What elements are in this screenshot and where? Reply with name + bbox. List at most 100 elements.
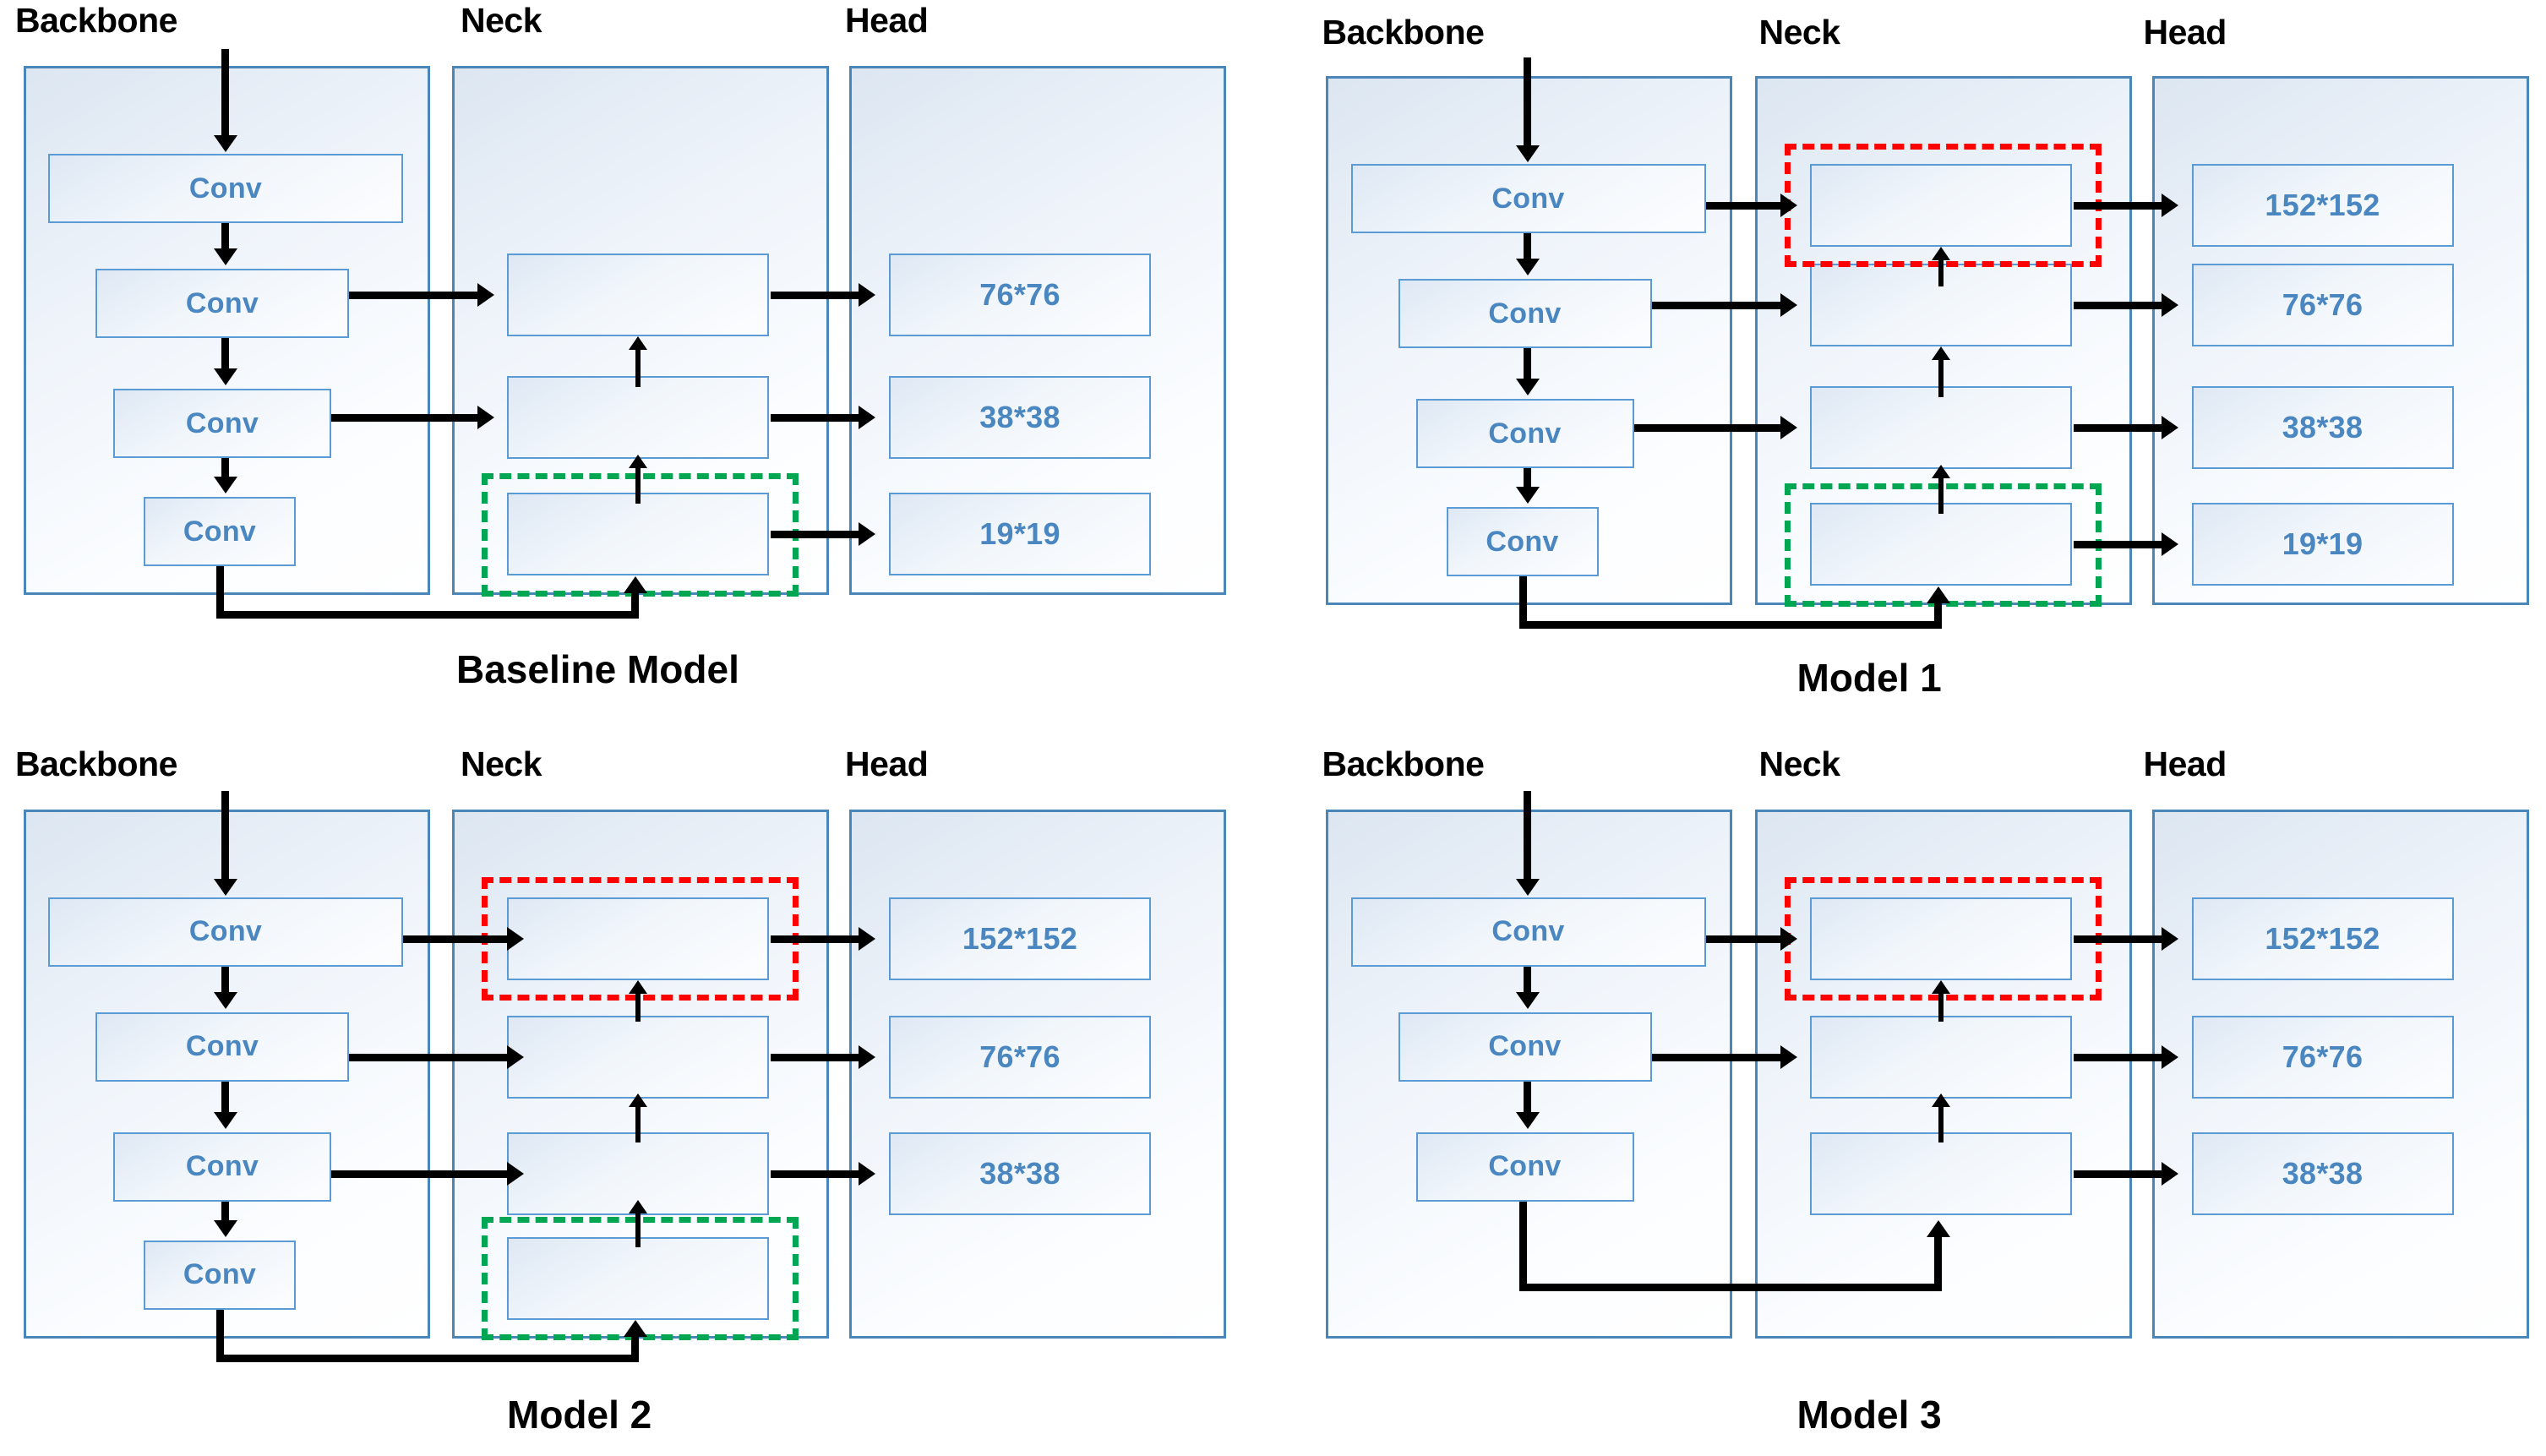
neck-block-4 <box>1809 503 2072 586</box>
conv-to-neck-arrow-1-head <box>1780 926 1797 951</box>
conv-to-neck-arrow-2-shaft <box>349 1053 510 1061</box>
neck-to-head-arrow-3-shaft <box>2073 1170 2165 1178</box>
conv-chain-arrow-2-shaft <box>1523 1081 1531 1117</box>
conv-to-neck-arrow-2-shaft <box>1651 302 1783 309</box>
conv-chain-arrow-1-head <box>1515 259 1540 275</box>
skip-connection-down <box>216 1309 224 1362</box>
panel-model-3: Backbone Neck Head Conv Conv Conv 152*15… <box>1273 728 2546 1456</box>
skip-connection-across <box>216 611 639 619</box>
neck-block-3 <box>1809 386 2072 469</box>
entry-arrow-head <box>214 878 237 896</box>
conv-chain-arrow-2-shaft <box>221 1081 229 1117</box>
conv-to-neck-arrow-2-head <box>1780 293 1797 317</box>
backbone-conv-2: Conv <box>1398 1012 1652 1082</box>
neck-up-arrow-3-shaft <box>635 1211 641 1247</box>
conv-chain-arrow-3-shaft <box>221 458 229 482</box>
neck-up-arrow-1-head <box>1931 247 1950 260</box>
neck-to-head-arrow-3-head <box>859 522 875 546</box>
neck-to-head-arrow-1-shaft <box>2073 202 2165 210</box>
neck-up-arrow-2-head <box>629 1093 647 1107</box>
panel-caption: Model 2 <box>507 1392 652 1437</box>
stage-label-neck: Neck <box>461 1 542 40</box>
conv-chain-arrow-2-head <box>214 1111 237 1129</box>
conv-chain-arrow-3-head <box>214 477 237 494</box>
neck-to-head-arrow-4-head <box>2161 532 2178 556</box>
conv-chain-arrow-2-head <box>214 368 237 385</box>
skip-connection-down <box>1518 1201 1527 1291</box>
neck-to-head-arrow-4-shaft <box>2073 541 2165 548</box>
neck-up-arrow-1-shaft <box>635 990 641 1022</box>
skip-connection-arrow-head <box>1926 586 1950 603</box>
conv-chain-arrow-1-shaft <box>1523 966 1531 997</box>
head-block-1: 76*76 <box>889 254 1151 336</box>
neck-block-4 <box>507 1236 769 1320</box>
head-block-1: 152*152 <box>889 897 1151 980</box>
panel-caption: Model 3 <box>1796 1392 1942 1437</box>
skip-connection-up <box>1933 602 1942 629</box>
conv-chain-arrow-1-shaft <box>221 966 229 997</box>
skip-connection-across <box>216 1354 639 1362</box>
skip-connection-arrow-head <box>1926 1219 1950 1237</box>
conv-chain-arrow-2-shaft <box>221 338 229 374</box>
head-block-3: 38*38 <box>2191 386 2454 469</box>
skip-connection-up <box>1933 1235 1942 1288</box>
skip-connection-up <box>631 592 639 619</box>
neck-to-head-arrow-2-head <box>859 1044 875 1069</box>
stage-label-neck: Neck <box>1758 13 1841 52</box>
stage-label-neck: Neck <box>461 744 542 783</box>
conv-to-neck-arrow-1-head <box>477 283 494 307</box>
neck-up-arrow-2-shaft <box>1938 1104 1944 1142</box>
neck-block-1 <box>507 897 769 980</box>
conv-chain-arrow-2-shaft <box>1523 348 1531 384</box>
conv-to-neck-arrow-2-head <box>507 1044 524 1069</box>
entry-arrow-shaft <box>1523 790 1531 886</box>
head-block-2: 76*76 <box>2191 264 2454 346</box>
conv-to-neck-arrow-1-head <box>1780 194 1797 217</box>
conv-chain-arrow-2-head <box>1515 1111 1540 1129</box>
head-block-3: 38*38 <box>2191 1132 2454 1215</box>
neck-up-arrow-2-head <box>629 455 647 468</box>
stage-label-head: Head <box>2143 744 2227 783</box>
backbone-conv-1: Conv <box>1350 897 1706 967</box>
neck-up-arrow-1-head <box>1931 979 1950 994</box>
skip-connection-arrow-head <box>624 576 647 593</box>
neck-up-arrow-1-head <box>629 336 647 350</box>
head-block-1: 152*152 <box>2191 897 2454 980</box>
panel-model-1: Backbone Neck Head Conv Conv Conv Conv 1… <box>1273 0 2546 728</box>
backbone-conv-3: Conv <box>113 389 331 458</box>
neck-block-1 <box>1809 164 2072 247</box>
conv-chain-arrow-3-shaft <box>221 1201 229 1225</box>
conv-to-neck-arrow-3-shaft <box>331 1170 510 1178</box>
conv-to-neck-arrow-1-shaft <box>1705 935 1784 943</box>
stage-label-head: Head <box>845 1 929 40</box>
panel-caption: Model 1 <box>1796 656 1942 700</box>
panel-model-2: Backbone Neck Head Conv Conv Conv Conv 1… <box>0 728 1273 1456</box>
conv-to-neck-arrow-2-head <box>477 406 494 429</box>
stage-label-head: Head <box>2143 13 2227 52</box>
conv-chain-arrow-1-head <box>214 248 237 265</box>
skip-connection-across <box>1518 1283 1942 1291</box>
neck-up-arrow-3-head <box>1931 465 1950 478</box>
backbone-conv-1: Conv <box>48 154 403 223</box>
neck-up-arrow-3-head <box>629 1199 647 1213</box>
neck-to-head-arrow-2-head <box>859 406 875 429</box>
backbone-conv-4: Conv <box>144 1240 296 1310</box>
stage-label-backbone: Backbone <box>15 744 177 783</box>
stage-label-backbone: Backbone <box>15 1 177 40</box>
neck-block-2 <box>507 376 769 459</box>
neck-to-head-arrow-1-shaft <box>771 292 862 299</box>
conv-to-neck-arrow-1-shaft <box>403 935 510 943</box>
entry-arrow-shaft <box>221 790 229 886</box>
neck-block-1 <box>1809 897 2072 980</box>
neck-to-head-arrow-2-head <box>2161 1044 2178 1069</box>
entry-arrow-head <box>1515 878 1540 896</box>
neck-to-head-arrow-3-shaft <box>2073 424 2165 432</box>
neck-to-head-arrow-1-head <box>859 926 875 951</box>
stage-label-head: Head <box>845 744 929 783</box>
neck-to-head-arrow-3-head <box>2161 416 2178 439</box>
backbone-conv-3: Conv <box>113 1132 331 1202</box>
conv-to-neck-arrow-2-shaft <box>1651 1053 1783 1061</box>
stage-label-neck: Neck <box>1758 744 1841 783</box>
neck-up-arrow-2-shaft <box>635 1104 641 1142</box>
neck-block-1 <box>507 254 769 336</box>
